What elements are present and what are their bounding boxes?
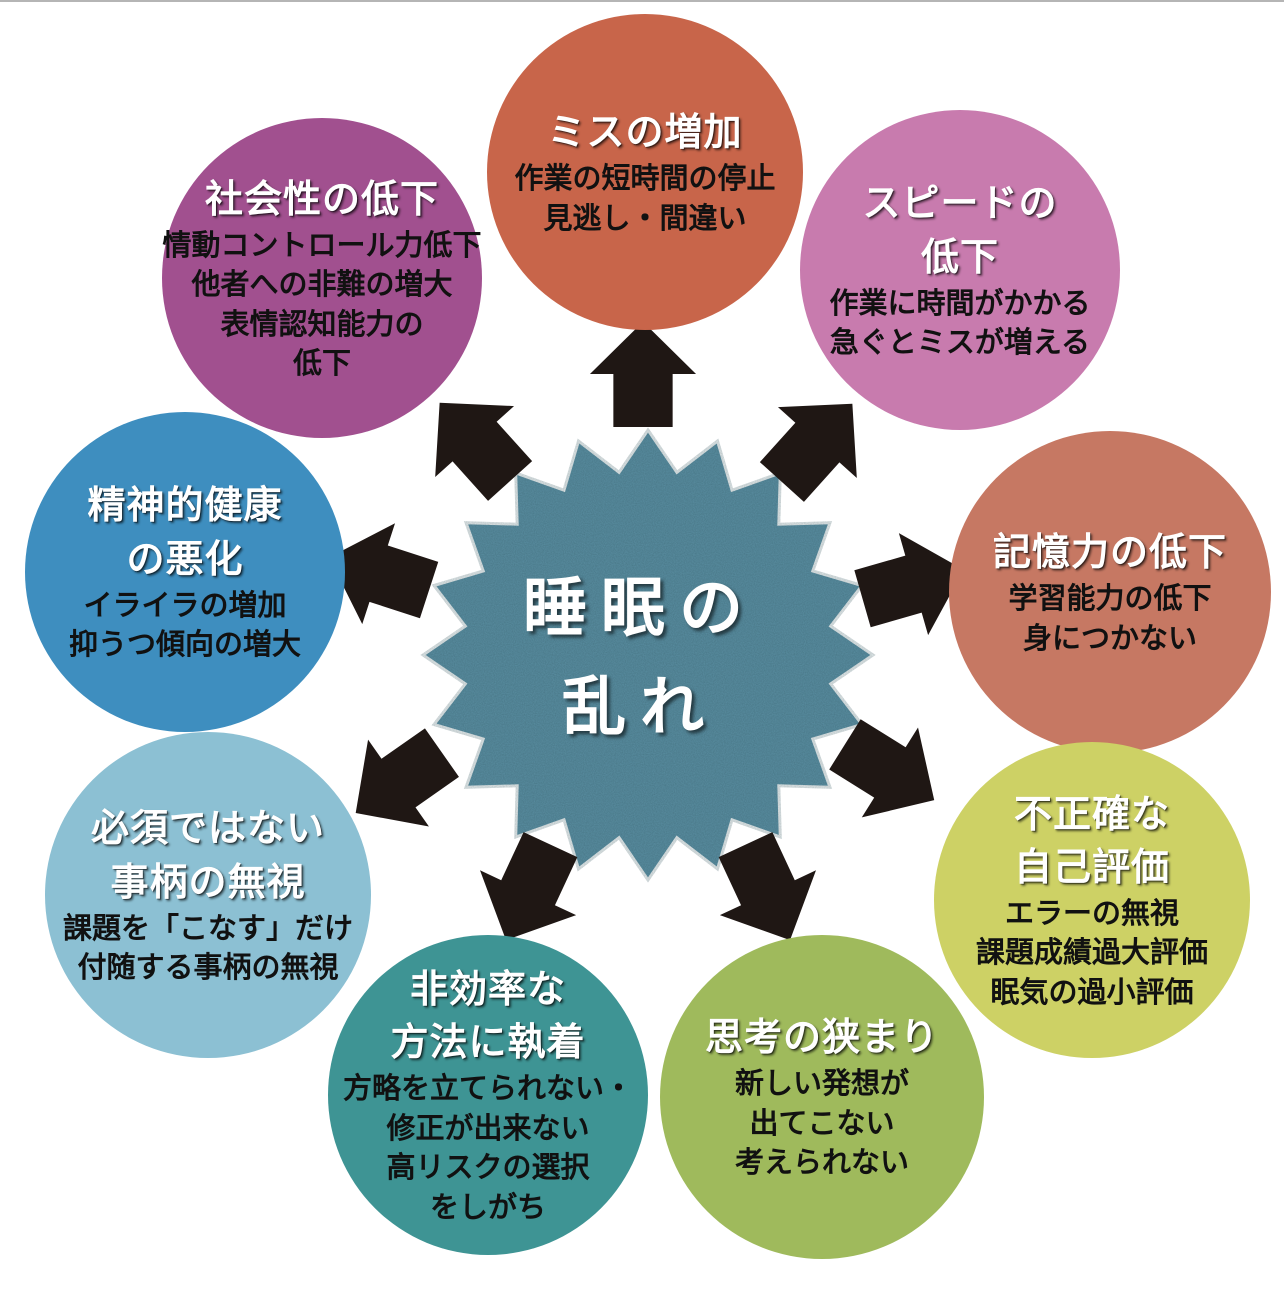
starburst-center-shape	[420, 427, 876, 883]
node-title: ミスの増加	[547, 109, 743, 154]
node-ignore-nonessential: 必須ではない 事柄の無視 課題を「こなす」だけ 付随する事柄の無視	[45, 732, 371, 1058]
node-body: 作業の短時間の停止 見逃し・間違い	[514, 161, 776, 235]
node-body: エラーの無視 課題成績過大評価 眠気の過小評価	[975, 896, 1208, 1009]
node-title: 思考の狭まり	[704, 1015, 939, 1060]
node-body: 課題を「こなす」だけ 付随する事柄の無視	[62, 910, 353, 985]
node-body: イライラの増加 抑うつ傾向の増大	[68, 587, 301, 662]
node-body: 方略を立てられない・ 修正が出来ない 高リスクの選択 をしがち	[342, 1071, 633, 1224]
node-sociability: 社会性の低下 情動コントロール力低下 他者への非難の増大 表情認知能力の 低下	[162, 118, 482, 438]
arrow-up-icon	[589, 321, 697, 427]
node-narrow-thinking: 思考の狭まり 新しい発想が 出てこない 考えられない	[660, 935, 984, 1259]
node-memory: 記憶力の低下 学習能力の低下 身につかない	[949, 431, 1271, 753]
node-title: スピードの 低下	[862, 181, 1058, 279]
node-mistakes: ミスの増加 作業の短時間の停止 見逃し・間違い	[487, 14, 803, 330]
node-body: 学習能力の低下 身につかない	[1008, 581, 1212, 655]
node-title: 記憶力の低下	[992, 529, 1227, 574]
node-inefficient-methods: 非効率な 方法に執着 方略を立てられない・ 修正が出来ない 高リスクの選択 をし…	[328, 935, 648, 1255]
node-title: 不正確な 自己評価	[1013, 791, 1170, 889]
node-body: 情動コントロール力低下 他者への非難の増大 表情認知能力の 低下	[162, 227, 482, 381]
node-speed: スピードの 低下 作業に時間がかかる 急ぐとミスが増える	[800, 110, 1120, 430]
node-body: 作業に時間がかかる 急ぐとミスが増える	[829, 285, 1091, 360]
node-title: 精神的健康 の悪化	[87, 483, 283, 581]
center-label: 睡眠の 乱れ	[523, 572, 757, 746]
node-mental-health: 精神的健康 の悪化 イライラの増加 抑うつ傾向の増大	[25, 412, 345, 732]
node-title: 必須ではない 事柄の無視	[90, 806, 325, 904]
top-border-line	[0, 0, 1284, 2]
node-title: 非効率な 方法に執着	[390, 966, 586, 1065]
node-title: 社会性の低下	[204, 176, 439, 221]
node-self-evaluation: 不正確な 自己評価 エラーの無視 課題成績過大評価 眠気の過小評価	[934, 742, 1250, 1058]
node-body: 新しい発想が 出てこない 考えられない	[734, 1066, 909, 1180]
